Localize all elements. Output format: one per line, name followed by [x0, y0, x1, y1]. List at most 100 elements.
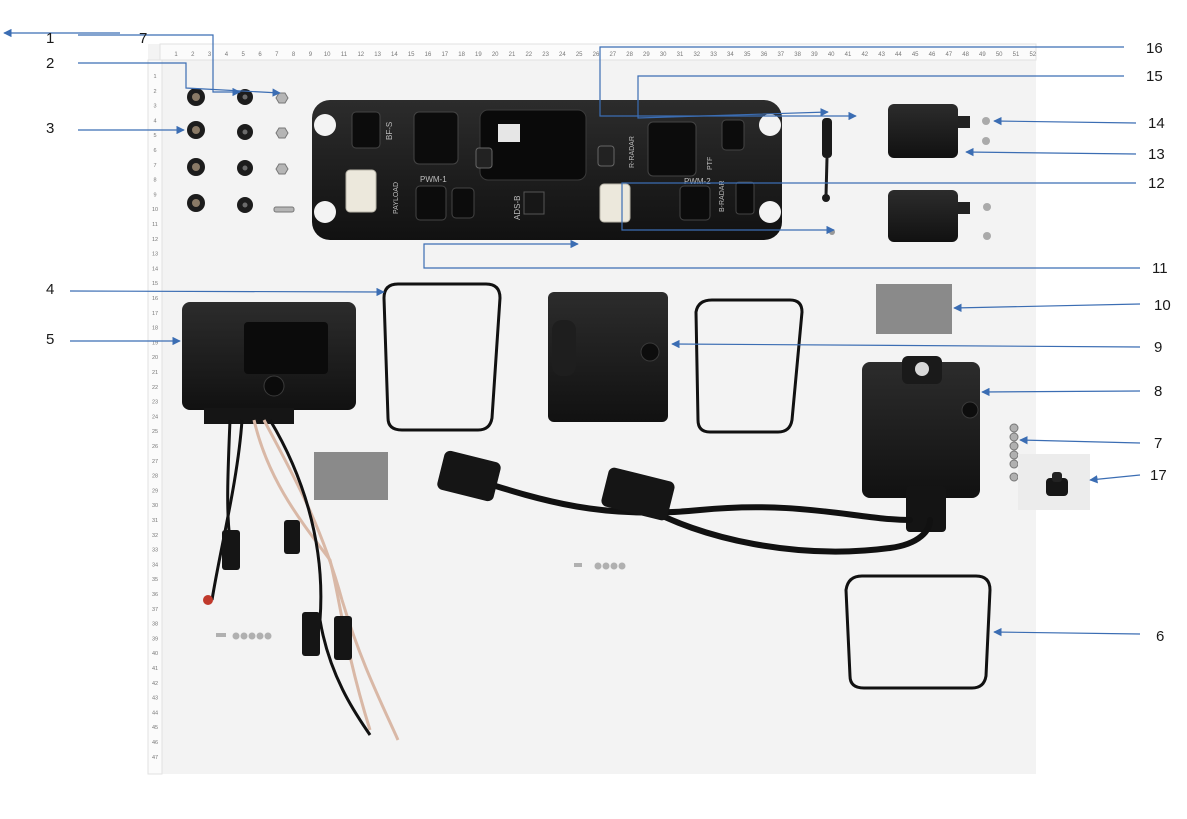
- screw-row-left: [216, 632, 272, 640]
- ruler-top-label: 39: [811, 52, 818, 58]
- callout-10: 10: [1154, 297, 1171, 314]
- ruler-top-label: 34: [727, 52, 734, 58]
- ruler-top-label: 47: [945, 52, 952, 58]
- ruler-left-label: 15: [152, 281, 158, 287]
- ruler-left-label: 21: [152, 370, 158, 376]
- board-label-bradar: B-RADAR: [719, 180, 726, 212]
- ruler-top-label: 16: [425, 52, 432, 58]
- callout-1: 1: [46, 30, 55, 47]
- ruler-top-label: 41: [845, 52, 852, 58]
- callout-4: 4: [46, 281, 55, 298]
- board-label-pwm1: PWM-1: [420, 175, 447, 184]
- gasket-6: [844, 574, 992, 690]
- ruler-left-label: 37: [152, 607, 158, 613]
- ruler-top-label: 48: [962, 52, 969, 58]
- ruler-top-label: 1: [174, 52, 178, 58]
- ruler-left-label: 20: [152, 355, 158, 361]
- ruler-top-label: 14: [391, 52, 398, 58]
- ruler-top-label: 28: [626, 52, 633, 58]
- ruler-top-label: 31: [677, 52, 684, 58]
- callout-15: 15: [1146, 68, 1163, 85]
- ruler-left-label: 12: [152, 237, 158, 243]
- ruler-left-label: 27: [152, 459, 158, 465]
- ruler-top-label: 9: [309, 52, 313, 58]
- ruler-top-label: 30: [660, 52, 667, 58]
- ruler-top-label: 2: [191, 52, 195, 58]
- ruler-left-label: 39: [152, 636, 158, 642]
- ruler-left-label: 40: [152, 651, 158, 657]
- ruler-top-label: 18: [458, 52, 465, 58]
- connector-covers: [888, 104, 991, 242]
- ruler-top-label: 44: [895, 52, 902, 58]
- cable-harness: [467, 475, 933, 555]
- ruler-top-label: 24: [559, 52, 566, 58]
- board-label-ptf: PTF: [707, 157, 714, 170]
- grommet-set: [187, 88, 295, 213]
- receiver-module: [182, 302, 400, 741]
- ruler-top: [159, 43, 1037, 61]
- ruler-top-label: 15: [408, 52, 415, 58]
- ruler-top-label: 42: [861, 52, 868, 58]
- ruler-top-label: 37: [777, 52, 784, 58]
- ruler-left-label: 17: [152, 311, 158, 317]
- ruler-left-label: 42: [152, 681, 158, 687]
- board-label-bfs: BF-S: [385, 122, 394, 140]
- callout-7: 7: [139, 30, 148, 47]
- ruler-top-label: 7: [275, 52, 279, 58]
- ruler-left-label: 16: [152, 296, 158, 302]
- leader-lines: [3, 28, 1141, 637]
- ruler-left-label: 36: [152, 592, 158, 598]
- ruler-left-label: 29: [152, 488, 158, 494]
- ruler-top-label: 46: [929, 52, 936, 58]
- ruler-top-label: 32: [693, 52, 700, 58]
- ruler-top-label: 3: [208, 52, 212, 58]
- tape-pad-left: [314, 452, 388, 500]
- ruler-left-label: 8: [153, 178, 156, 184]
- module-8: [862, 356, 980, 532]
- ruler-left: [147, 59, 163, 775]
- cable-plug-left: [437, 450, 501, 502]
- cover-9: [548, 292, 668, 422]
- ruler-left-label: 18: [152, 326, 158, 332]
- callout-2: 2: [46, 55, 55, 72]
- board-label-payload: PAYLOAD: [393, 182, 400, 214]
- callout-7b: 7: [1154, 435, 1163, 452]
- ruler-left-label: 43: [152, 696, 158, 702]
- ruler-left-label: 4: [153, 118, 156, 124]
- ruler-top-label: 38: [794, 52, 801, 58]
- ruler-top-label: 5: [242, 52, 246, 58]
- ruler-left-label: 2: [153, 89, 156, 95]
- ruler-top-label: 35: [744, 52, 751, 58]
- callout-13: 13: [1148, 146, 1165, 163]
- ruler-top-label: 40: [828, 52, 835, 58]
- ruler-top-label: 29: [643, 52, 650, 58]
- gasket-small: [694, 298, 804, 434]
- screw-stack-7: [1009, 423, 1019, 482]
- ruler-left-label: 31: [152, 518, 158, 524]
- ruler-top-label: 8: [292, 52, 296, 58]
- ruler-top-label: 52: [1029, 52, 1036, 58]
- ruler-left-label: 22: [152, 385, 158, 391]
- ruler-top-label: 19: [475, 52, 482, 58]
- callout-17: 17: [1150, 467, 1167, 484]
- callout-5: 5: [46, 331, 55, 348]
- ruler-left-label: 33: [152, 548, 158, 554]
- ruler-left-label: 44: [152, 710, 158, 716]
- callout-12: 12: [1148, 175, 1165, 192]
- callout-3: 3: [46, 120, 55, 137]
- ruler-top-label: 43: [878, 52, 885, 58]
- ruler-left-label: 28: [152, 474, 158, 480]
- ruler-top-label: 27: [609, 52, 616, 58]
- ruler-left-label: 11: [152, 222, 158, 228]
- board-label-pwm2: PWM-2: [684, 177, 711, 186]
- ruler-left-label: 34: [152, 562, 158, 568]
- ruler-top-label: 51: [1013, 52, 1020, 58]
- ruler-left-label: 32: [152, 533, 158, 539]
- ruler-top-label: 45: [912, 52, 919, 58]
- bracket-clip: [822, 118, 835, 235]
- ruler-left-label: 30: [152, 503, 158, 509]
- tape-pad-10: [876, 284, 952, 334]
- ruler-top-label: 49: [979, 52, 986, 58]
- callout-9: 9: [1154, 339, 1163, 356]
